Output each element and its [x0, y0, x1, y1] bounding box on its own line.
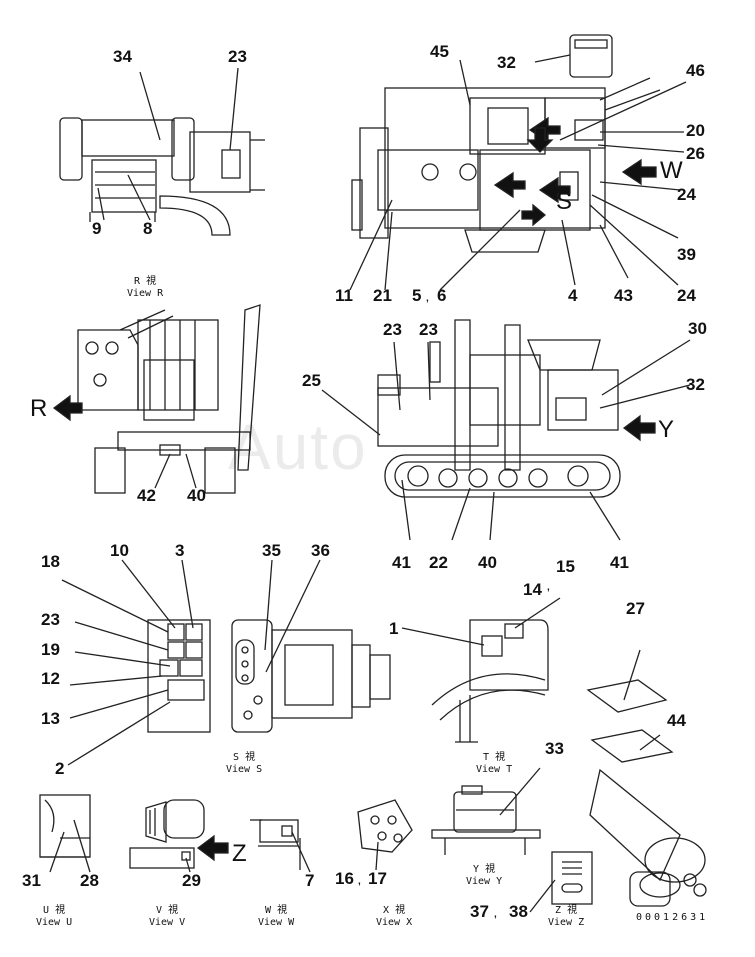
callout: 24 — [677, 286, 696, 305]
callout: 23 — [419, 320, 438, 339]
callout: 10 — [110, 541, 129, 560]
callout: 9 — [92, 219, 102, 238]
callout: 27 — [626, 599, 645, 618]
callout: 28 — [80, 871, 99, 890]
callout: , — [426, 293, 429, 304]
callout: 3 — [175, 541, 185, 560]
callout: 11 — [335, 286, 353, 305]
callout: 39 — [677, 245, 696, 264]
top-right-drawing — [349, 34, 687, 291]
watermark: Auto — [228, 411, 368, 483]
callout: 17 — [368, 869, 387, 888]
callout: 41 — [392, 553, 411, 572]
callout: 46 — [686, 61, 705, 80]
arrow-letter-y: Y — [658, 416, 675, 443]
callout: 16 — [335, 869, 354, 888]
callout: 23 — [228, 47, 247, 66]
callout: 25 — [302, 371, 321, 390]
callout: 12 — [41, 669, 60, 688]
arrow-letter-z: Z — [232, 840, 247, 867]
arrow-letter-r: R — [30, 395, 48, 422]
decals-27-44 — [586, 649, 707, 907]
callout: 35 — [262, 541, 281, 560]
callout: 26 — [686, 144, 705, 163]
view-t-drawing — [401, 597, 561, 743]
callout: 36 — [311, 541, 330, 560]
callout: , — [358, 876, 361, 887]
callout: 15 — [556, 557, 575, 576]
callout: 23 — [41, 610, 60, 629]
view-y-drawing — [431, 767, 541, 855]
callout: 31 — [22, 871, 41, 890]
callout: 42 — [137, 486, 156, 505]
callout: 21 — [373, 286, 392, 305]
view-r-front-drawing — [52, 304, 261, 494]
callout: 34 — [113, 47, 132, 66]
callout: 32 — [686, 375, 705, 394]
arrow-letter-w: W — [660, 157, 683, 184]
callout: 22 — [429, 553, 448, 572]
callout: 8 — [143, 219, 153, 238]
crawler-side-drawing — [321, 319, 691, 541]
callout: 38 — [509, 902, 528, 921]
callout: , — [547, 582, 550, 593]
callout: 1 — [389, 619, 399, 638]
callout: , — [494, 909, 497, 920]
callout: 18 — [41, 552, 60, 571]
view-w-drawing — [250, 819, 311, 873]
callout: 13 — [41, 709, 60, 728]
callout: 6 — [437, 286, 447, 305]
view-z-drawing — [529, 851, 593, 913]
callout: 33 — [545, 739, 564, 758]
callout: 2 — [55, 759, 65, 778]
callout: 32 — [497, 53, 516, 72]
callout: 44 — [667, 711, 686, 730]
callout: 40 — [187, 486, 206, 505]
view-x-drawing — [357, 799, 413, 871]
callout: 37 — [470, 902, 489, 921]
callout: 29 — [182, 871, 201, 890]
callout: 19 — [41, 640, 60, 659]
callout: 20 — [686, 121, 705, 140]
callout: 7 — [305, 871, 315, 890]
callout: 41 — [610, 553, 629, 572]
callout: 43 — [614, 286, 633, 305]
callout: 24 — [677, 185, 696, 204]
callout: 4 — [568, 286, 578, 305]
drawing-code: 00012631 — [636, 912, 709, 923]
view-r-drawing — [59, 67, 265, 236]
callout: 14 — [523, 580, 542, 599]
callout: 45 — [430, 42, 449, 61]
callout: 40 — [478, 553, 497, 572]
callout: 23 — [383, 320, 402, 339]
view-s-drawing — [61, 559, 391, 766]
view-u-drawing — [39, 794, 91, 873]
arrow-letter-s: S — [556, 188, 573, 215]
callout: 5 — [412, 286, 422, 305]
view-v-drawing — [129, 799, 229, 873]
callout: 30 — [688, 319, 707, 338]
